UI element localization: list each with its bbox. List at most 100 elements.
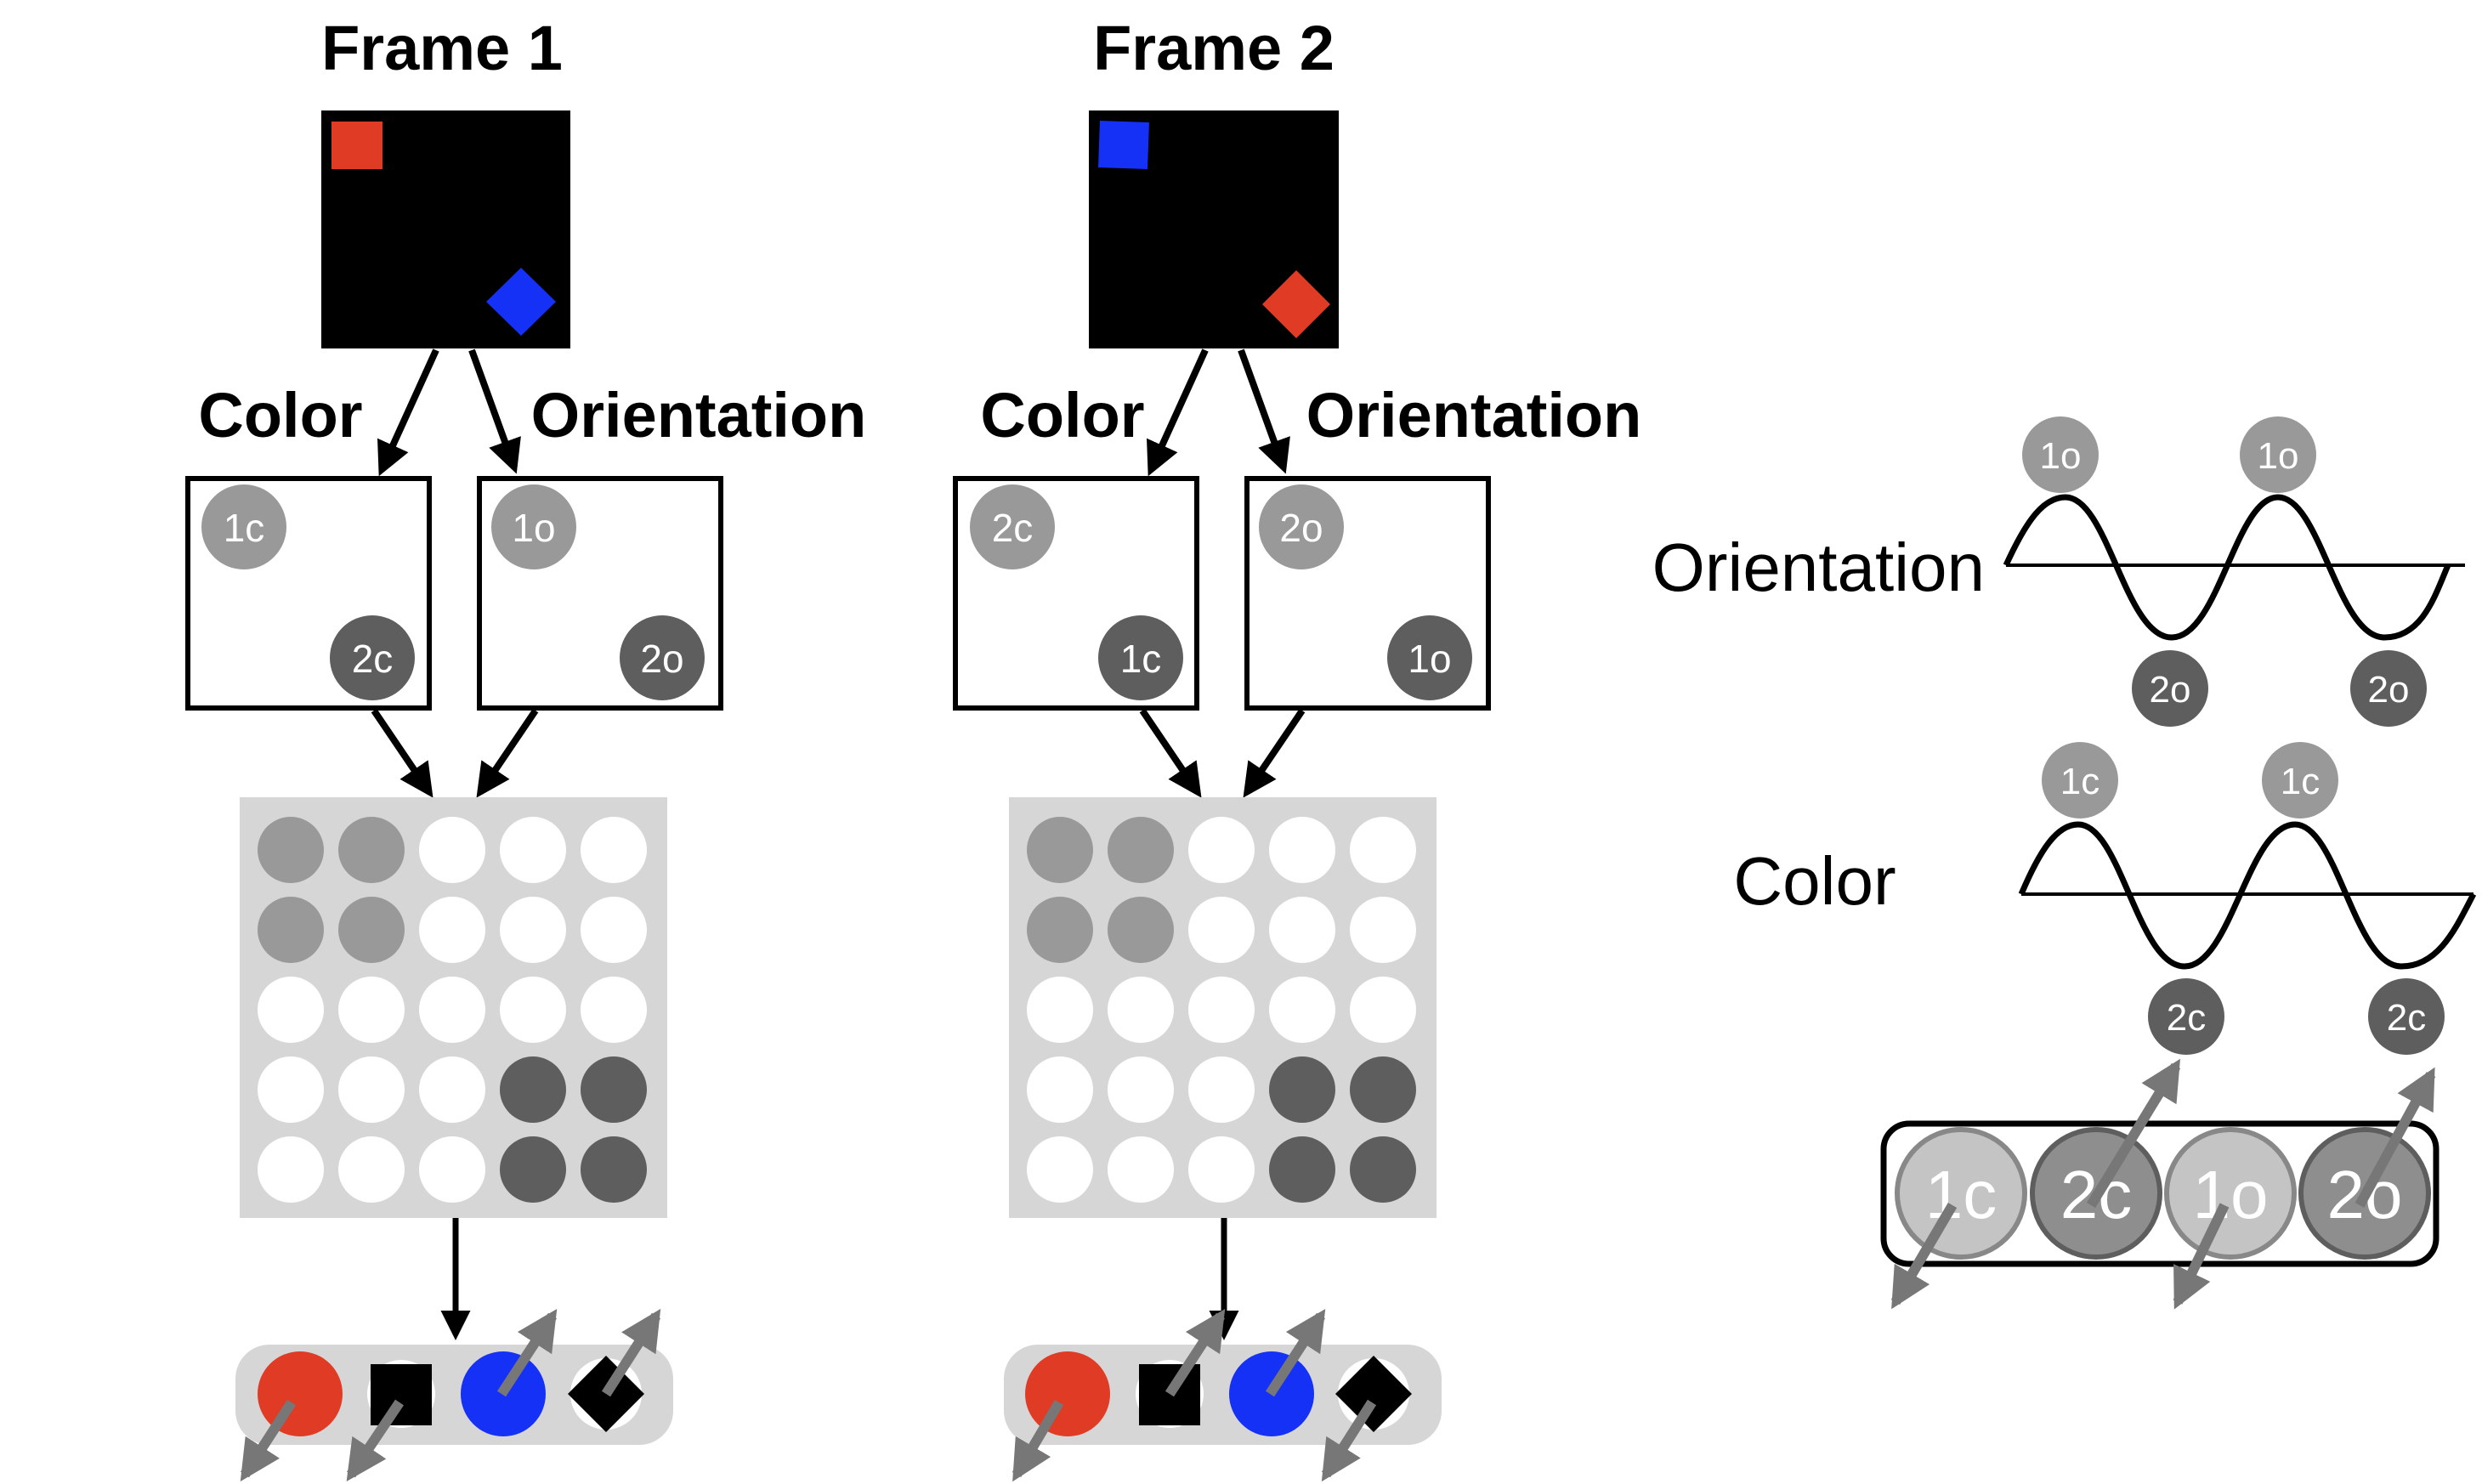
grid-unit [1188, 1136, 1255, 1203]
grid-unit [1108, 897, 1174, 963]
frame-1-orientation-to-grid-arrow [476, 708, 539, 798]
readout-arrow-2o-up [2354, 1067, 2436, 1208]
orientation-trough-unit-2-label: 2o [2368, 669, 2410, 711]
color-trough-unit-2-label: 2c [2387, 997, 2426, 1039]
readout-unit-1c-label: 1c [1925, 1157, 1998, 1232]
grid-unit [1188, 897, 1255, 963]
frame-2-unit-1c [1098, 615, 1183, 700]
frame-2-output-red-circle [1025, 1351, 1110, 1436]
color-trough-unit-2 [2368, 978, 2445, 1055]
color-wave-label: Color [1733, 843, 1896, 919]
readout-arrow-1c-down [1890, 1202, 1958, 1310]
frame-1-grid-units [258, 817, 647, 1203]
grid-unit [1269, 897, 1335, 963]
grid-unit [1350, 897, 1416, 963]
frame-1-output-items [240, 1308, 661, 1482]
grid-unit [1027, 1056, 1093, 1123]
grid-unit [258, 817, 324, 883]
grid-unit [1027, 1136, 1093, 1203]
grid-unit [581, 1056, 647, 1123]
grid-unit [1027, 897, 1093, 963]
color-sine-wave [2018, 821, 2477, 970]
grid-unit [419, 817, 485, 883]
frame-1-unit-1o [491, 484, 576, 569]
frame-1-color-label: Color [198, 380, 362, 450]
frame-2-unit-2o-label: 2o [1279, 506, 1323, 550]
frame-1-color-to-grid-arrow [371, 708, 434, 798]
grid-unit [1350, 977, 1416, 1043]
grid-unit [1108, 977, 1174, 1043]
grid-unit [1350, 1056, 1416, 1123]
frame-1-title: Frame 1 [321, 13, 563, 83]
grid-unit [258, 897, 324, 963]
frame-2-output-black-square [1139, 1364, 1200, 1425]
grid-unit [1188, 817, 1255, 883]
grid-unit [258, 1136, 324, 1203]
grid-unit [1027, 817, 1093, 883]
grid-unit [1269, 1136, 1335, 1203]
orientation-trough-unit-2 [2350, 650, 2427, 727]
orientation-trough-unit-1 [2132, 650, 2208, 727]
frame-2-unit-1o [1387, 615, 1472, 700]
color-peak-unit-1-label: 1c [2060, 761, 2100, 802]
frame-2-output-bar [1004, 1345, 1442, 1445]
grid-unit [258, 1056, 324, 1123]
color-trough-unit-1 [2148, 978, 2224, 1055]
frame-1-column: Frame 1 Color Orientation 1c 2c 1o 2o [185, 13, 867, 1482]
frame-1-output-red-circle [258, 1351, 343, 1436]
frame-2-output-arrow-up-2 [1265, 1308, 1326, 1397]
grid-unit [1188, 1056, 1255, 1123]
orientation-peak-unit-1 [2022, 416, 2099, 493]
frame-2-orientation-to-grid-arrow [1243, 708, 1306, 798]
grid-unit [1108, 1136, 1174, 1203]
frame-2-output-items [1012, 1308, 1412, 1482]
color-peak-unit-2 [2262, 742, 2338, 818]
frame-1-color-arrow [377, 348, 439, 477]
frame-1-unit-1c [201, 484, 286, 569]
frame-2-color-to-grid-arrow [1139, 708, 1202, 798]
frame-2-unit-2c-label: 2c [992, 506, 1034, 550]
readout-unit-1o [2164, 1127, 2297, 1260]
grid-unit [338, 1056, 405, 1123]
orientation-wave-label: Orientation [1652, 530, 1985, 605]
grid-unit [338, 1136, 405, 1203]
frame-1-output-arrow-up-1 [496, 1308, 558, 1397]
grid-unit [581, 1136, 647, 1203]
frame-1-unit-2o-label: 2o [640, 637, 683, 681]
oscillation-panel: Orientation 1o 1o 2o 2o Color 1c 1c 2c 2… [1652, 416, 2477, 1310]
frame-2-column: Frame 2 Color Orientation 2c 1c 2o 1o [953, 13, 1642, 1482]
frame-2-orientation-label: Orientation [1306, 380, 1642, 450]
orientation-peak-unit-1-label: 1o [2040, 435, 2082, 477]
readout-arrow-2c-up [2086, 1058, 2181, 1209]
readout-unit-1o-label: 1o [2193, 1157, 2269, 1232]
grid-unit [419, 897, 485, 963]
grid-unit [258, 977, 324, 1043]
color-peak-unit-1 [2042, 742, 2118, 818]
frame-2-red-diamond [1262, 270, 1330, 338]
frame-2-color-arrow [1147, 348, 1209, 477]
grid-unit [500, 977, 566, 1043]
orientation-peak-unit-2 [2240, 416, 2316, 493]
frame-1-unit-1c-label: 1c [224, 506, 265, 550]
orientation-sine-wave [2003, 494, 2451, 641]
frame-1-unit-2o [620, 615, 705, 700]
grid-unit [581, 977, 647, 1043]
frame-1-blue-diamond [486, 268, 556, 336]
frame-1-unit-2c-label: 2c [352, 637, 394, 681]
grid-unit [500, 1056, 566, 1123]
grid-unit [1188, 977, 1255, 1043]
frame-2-blue-square [1098, 121, 1149, 169]
grid-unit [419, 1056, 485, 1123]
frame-1-output-arrow-down-1 [240, 1399, 297, 1482]
frame-1-orientation-label: Orientation [531, 380, 867, 450]
grid-unit [1350, 817, 1416, 883]
frame-1-orientation-arrow [468, 348, 521, 474]
grid-unit [1269, 817, 1335, 883]
frame-2-orientation-arrow [1238, 348, 1290, 474]
frame-1-unit-2c [330, 615, 415, 700]
frame-2-unit-2c [970, 484, 1055, 569]
grid-unit [581, 817, 647, 883]
frame-2-title: Frame 2 [1093, 13, 1334, 83]
grid-unit [581, 897, 647, 963]
